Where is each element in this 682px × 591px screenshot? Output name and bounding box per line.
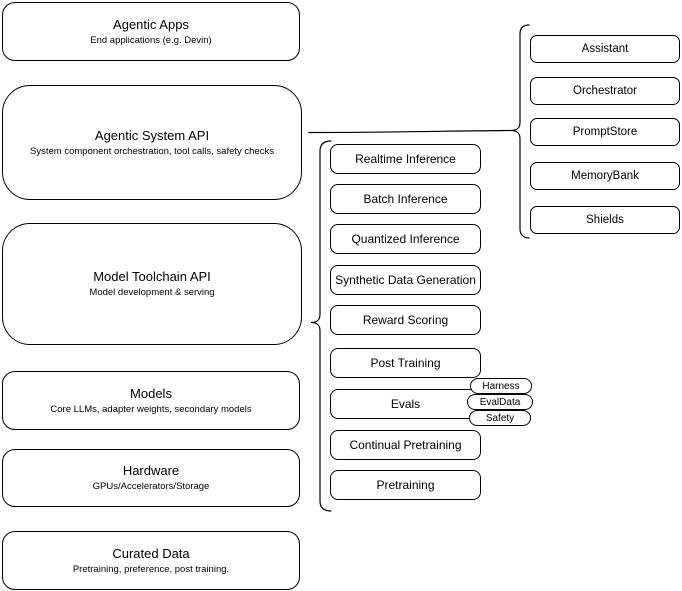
- toolchain-label: Quantized Inference: [351, 232, 460, 246]
- eval-tag-label: Safety: [485, 412, 515, 424]
- box-subtitle: Core LLMs, adapter weights, secondary mo…: [50, 403, 252, 415]
- toolchain-box-post-training: Post Training: [330, 348, 481, 378]
- component-box-orchestrator: Orchestrator: [530, 77, 680, 105]
- box-title: Curated Data: [112, 545, 190, 561]
- box-model-toolchain-api: Model Toolchain API Model development & …: [2, 223, 302, 345]
- toolchain-box-realtime-inference: Realtime Inference: [330, 144, 481, 174]
- eval-tag-evaldata: EvalData: [467, 394, 533, 410]
- toolchain-brace: [310, 140, 332, 512]
- component-box-shields: Shields: [530, 206, 680, 234]
- toolchain-label: Pretraining: [376, 478, 435, 492]
- box-subtitle: GPUs/Accelerators/Storage: [92, 481, 210, 492]
- box-agentic-apps: Agentic Apps End applications (e.g. Devi…: [2, 2, 300, 61]
- box-title: Agentic Apps: [113, 16, 189, 32]
- box-title: Model Toolchain API: [93, 269, 211, 284]
- eval-tag-harness: Harness: [470, 378, 532, 394]
- box-title: Hardware: [122, 463, 180, 478]
- toolchain-label: Reward Scoring: [362, 313, 449, 327]
- toolchain-label: Continual Pretraining: [349, 438, 462, 452]
- component-label: Shields: [586, 214, 624, 226]
- component-box-memorybank: MemoryBank: [530, 162, 680, 190]
- toolchain-label: Batch Inference: [363, 192, 448, 206]
- toolchain-label: Post Training: [370, 356, 441, 370]
- toolchain-box-quantized-inference: Quantized Inference: [330, 224, 481, 254]
- component-box-assistant: Assistant: [530, 35, 680, 63]
- component-label: Assistant: [581, 43, 629, 55]
- toolchain-box-continual-pretraining: Continual Pretraining: [330, 430, 481, 460]
- eval-tag-safety: Safety: [469, 410, 531, 426]
- system-api-connector-line: [308, 129, 512, 134]
- box-models: Models Core LLMs, adapter weights, secon…: [2, 371, 300, 430]
- eval-tag-label: EvalData: [479, 396, 521, 408]
- component-label: MemoryBank: [571, 170, 639, 182]
- component-label: Orchestrator: [573, 85, 637, 97]
- box-subtitle: System component orchestration, tool cal…: [30, 145, 274, 157]
- toolchain-box-batch-inference: Batch Inference: [330, 184, 481, 214]
- box-title: Models: [130, 385, 172, 401]
- box-subtitle: Model development & serving: [89, 287, 215, 298]
- box-hardware: Hardware GPUs/Accelerators/Storage: [2, 449, 300, 507]
- toolchain-box-pretraining: Pretraining: [330, 470, 481, 500]
- toolchain-box-synthetic-data-generation: Synthetic Data Generation: [330, 265, 481, 295]
- toolchain-box-evals: Evals: [330, 389, 481, 419]
- box-title: Agentic System API: [94, 127, 210, 143]
- box-curated-data: Curated Data Pretraining, preference, po…: [2, 531, 300, 590]
- toolchain-label: Synthetic Data Generation: [335, 273, 476, 287]
- box-subtitle: End applications (e.g. Devin): [90, 34, 212, 46]
- eval-tag-label: Harness: [482, 380, 520, 392]
- box-agentic-system-api: Agentic System API System component orch…: [2, 85, 302, 200]
- component-label: PromptStore: [572, 126, 638, 138]
- box-subtitle: Pretraining, preference, post training.: [72, 563, 230, 575]
- toolchain-label: Realtime Inference: [355, 152, 456, 166]
- component-box-promptstore: PromptStore: [530, 118, 680, 146]
- toolchain-box-reward-scoring: Reward Scoring: [330, 305, 481, 335]
- components-brace: [510, 24, 530, 239]
- toolchain-label: Evals: [390, 397, 421, 411]
